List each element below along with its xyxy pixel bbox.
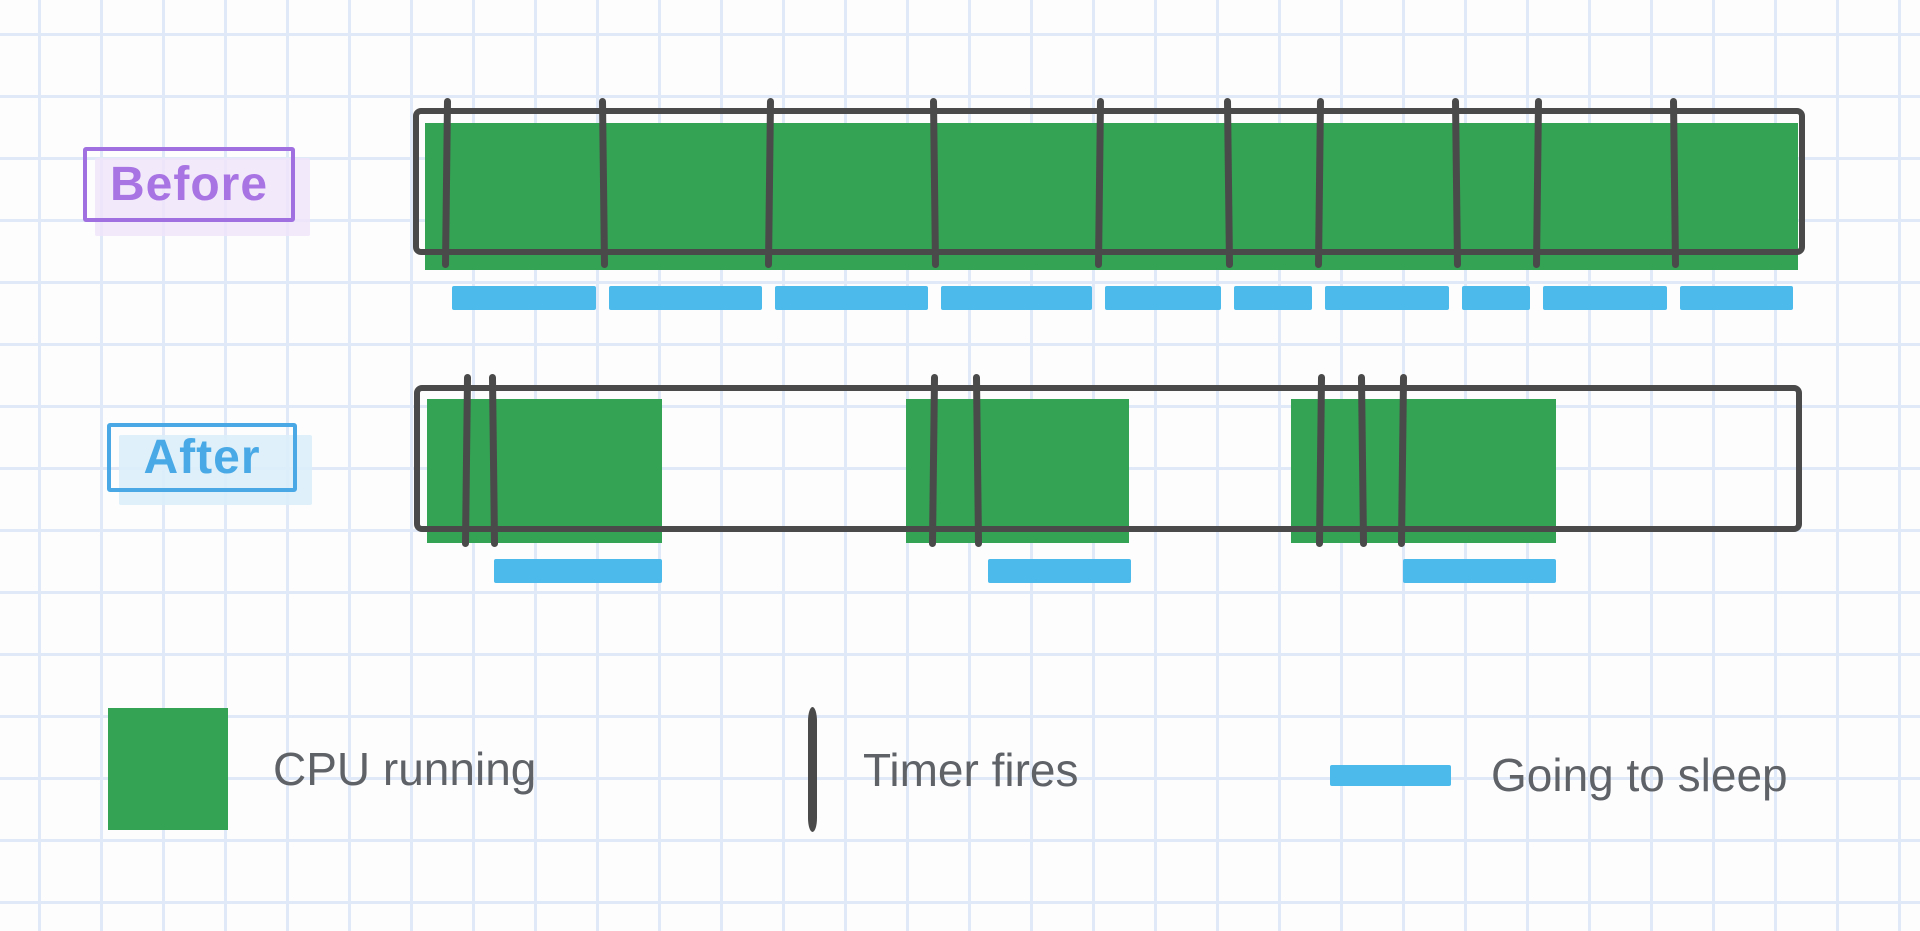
- timer-fire-tick: [1669, 97, 1679, 269]
- before-label-border: [83, 147, 295, 222]
- timer-fire-tick: [441, 97, 451, 269]
- timer-fire-tick: [929, 97, 939, 269]
- going-to-sleep-bar: [1234, 286, 1312, 310]
- going-to-sleep-bar: [609, 286, 762, 310]
- cpu-running-block: [906, 399, 1129, 543]
- going-to-sleep-bar: [1403, 559, 1556, 583]
- timer-fire-tick: [1094, 97, 1104, 269]
- timer-fire-tick: [928, 373, 938, 548]
- going-to-sleep-bar: [988, 559, 1131, 583]
- timeline-frame: [413, 108, 1805, 255]
- going-to-sleep-bar: [1543, 286, 1667, 310]
- legend-label-cpu-running: CPU running: [273, 743, 537, 795]
- going-to-sleep-bar: [775, 286, 928, 310]
- timer-fire-tick: [461, 373, 471, 548]
- after-label-border: [107, 423, 297, 492]
- legend-label-going-to-sleep: Going to sleep: [1491, 749, 1788, 801]
- timer-fire-tick: [598, 97, 608, 269]
- timeline-frame: [414, 385, 1802, 532]
- legend-label-timer-fires: Timer fires: [863, 744, 1079, 796]
- timer-fire-tick: [764, 97, 774, 269]
- going-to-sleep-bar: [1680, 286, 1793, 310]
- before-label-box: Before: [83, 147, 310, 236]
- going-to-sleep-bar: [452, 286, 596, 310]
- timer-fire-tick: [1451, 97, 1461, 269]
- timer-fire-tick: [1314, 97, 1324, 269]
- after-label-fill: [119, 435, 312, 505]
- timer-fire-tick: [1315, 373, 1325, 548]
- timer-fire-tick: [1357, 373, 1367, 548]
- cpu-running-swatch-icon: [108, 708, 228, 830]
- cpu-running-block: [1291, 399, 1556, 543]
- going-to-sleep-swatch-icon: [1330, 765, 1451, 786]
- timer-fire-tick: [1532, 97, 1542, 269]
- going-to-sleep-bar: [941, 286, 1092, 310]
- timer-fires-swatch-icon: [808, 707, 817, 832]
- before-label-fill: [95, 158, 310, 236]
- going-to-sleep-bar: [494, 559, 662, 583]
- cpu-running-block: [425, 123, 1798, 270]
- timer-fire-tick: [488, 373, 498, 548]
- timer-fire-tick: [1223, 97, 1233, 269]
- after-label-box: After: [107, 423, 312, 505]
- timer-fire-tick: [1397, 373, 1407, 548]
- going-to-sleep-bar: [1462, 286, 1530, 310]
- timer-fire-tick: [972, 373, 982, 548]
- after-label: After: [143, 431, 261, 484]
- going-to-sleep-bar: [1105, 286, 1221, 310]
- going-to-sleep-bar: [1325, 286, 1449, 310]
- before-label: Before: [109, 158, 269, 211]
